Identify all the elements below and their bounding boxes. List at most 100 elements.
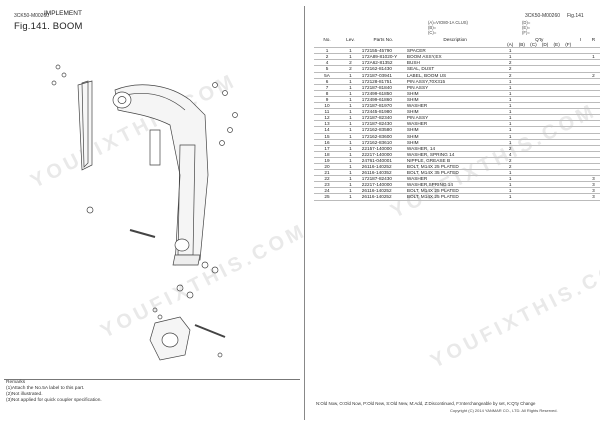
row-parts-no: 22157-140000 — [360, 145, 406, 152]
row-qty-c — [527, 65, 540, 73]
row-lev: 1 — [339, 78, 361, 85]
row-r: 2 — [586, 72, 600, 79]
row-no: 19 — [314, 156, 340, 164]
row-qty-d — [539, 193, 551, 201]
row-no: 22 — [314, 175, 340, 183]
row-no: 20 — [314, 163, 340, 171]
row-description: BOLT, M14X 25 PLATED — [405, 193, 505, 201]
row-qty-e — [550, 156, 563, 164]
model-list: (A)=VIO80-1A CLUS) (B)= (C)= — [428, 20, 468, 35]
row-lev: 1 — [339, 120, 361, 128]
row-qty-a: 1 — [504, 193, 517, 201]
row-lev: 1 — [339, 169, 361, 177]
row-qty-c — [527, 145, 540, 152]
model-b: (B)= — [428, 25, 437, 30]
row-r — [586, 83, 600, 91]
row-no: 24 — [314, 187, 340, 195]
row-qty-c — [527, 138, 540, 146]
col-r: R — [591, 37, 596, 42]
change-legend: N:Old Now, O:Old Now, P:Old New, S:Old N… — [316, 401, 536, 406]
row-qty-c — [527, 181, 540, 189]
row-no: 4 — [314, 59, 340, 67]
row-parts-no: 26116-140252 — [360, 193, 406, 201]
row-description: SHIM — [405, 90, 505, 97]
row-qty-b — [516, 187, 528, 195]
row-qty-a: 1 — [504, 83, 517, 91]
row-qty-a: 1 — [504, 78, 517, 85]
row-qty-a: 1 — [504, 120, 517, 128]
header-left-code: 3CK50-M00260 — [14, 13, 50, 19]
row-qty-b — [516, 65, 528, 73]
row-description: BOLT, M14X 25 PLATED — [405, 187, 505, 195]
row-no: 16 — [314, 138, 340, 146]
row-qty-c — [527, 53, 540, 61]
row-qty-f — [562, 53, 575, 61]
row-qty-e — [550, 175, 563, 183]
row-no: 18 — [314, 151, 340, 158]
row-qty-d — [539, 65, 551, 73]
row-r — [586, 145, 600, 152]
qty-col-c: (C) — [527, 42, 540, 49]
row-qty-a: 1 — [504, 47, 517, 55]
row-r — [586, 90, 600, 97]
row-r — [586, 47, 600, 55]
row-qty-f — [562, 90, 575, 97]
row-lev: 1 — [339, 181, 361, 189]
row-qty-b — [516, 47, 528, 55]
row-qty-b — [516, 53, 528, 61]
row-parts-no: 26116-140352 — [360, 169, 406, 177]
row-no: 5 — [314, 65, 340, 73]
row-no: 15 — [314, 133, 340, 140]
row-description: WASHER — [405, 102, 505, 110]
row-lev: 1 — [339, 187, 361, 195]
row-qty-d — [539, 175, 551, 183]
row-r — [586, 120, 600, 128]
row-no: 17 — [314, 145, 340, 152]
row-i — [574, 156, 587, 164]
col-qty: Q'ty — [535, 37, 544, 42]
row-r: 3 — [586, 175, 600, 183]
row-qty-a: 2 — [504, 72, 517, 79]
row-qty-e — [550, 163, 563, 171]
col-parts-no: Parts No. — [373, 37, 394, 42]
row-description: WASHER, 14 — [405, 145, 505, 152]
row-qty-c — [527, 102, 540, 110]
row-qty-d — [539, 126, 551, 134]
watermark: YOUFIXTHIS.COM — [427, 249, 600, 373]
remark-3: (3)Not applied for quick coupler specifi… — [6, 398, 102, 403]
row-qty-d — [539, 156, 551, 164]
row-qty-c — [527, 120, 540, 128]
row-qty-b — [516, 193, 528, 201]
row-qty-e — [550, 83, 563, 91]
boom-exploded-drawing — [51, 64, 238, 361]
row-qty-b — [516, 102, 528, 110]
row-qty-a: 1 — [504, 90, 517, 97]
remark-2: (2)Not illustrated. — [6, 392, 43, 397]
row-qty-b — [516, 145, 528, 152]
row-parts-no: 172445-81980 — [360, 108, 406, 116]
row-qty-e — [550, 187, 563, 195]
row-parts-no: 172187-03941 — [360, 72, 406, 79]
row-parts-no: 172A62-81352 — [360, 59, 406, 67]
row-qty-f — [562, 83, 575, 91]
row-lev: 1 — [339, 90, 361, 97]
row-qty-f — [562, 108, 575, 116]
row-qty-b — [516, 163, 528, 171]
row-no: 7 — [314, 83, 340, 91]
model-e: (E)= — [522, 25, 531, 30]
row-qty-c — [527, 187, 540, 195]
row-parts-no: 172499-61860 — [360, 96, 406, 104]
row-qty-a: 1 — [504, 102, 517, 110]
row-no: 21 — [314, 169, 340, 177]
row-lev: 1 — [339, 133, 361, 140]
row-qty-a: 1 — [504, 126, 517, 134]
row-qty-a: 2 — [504, 156, 517, 164]
row-qty-e — [550, 90, 563, 97]
row-i — [574, 90, 587, 97]
